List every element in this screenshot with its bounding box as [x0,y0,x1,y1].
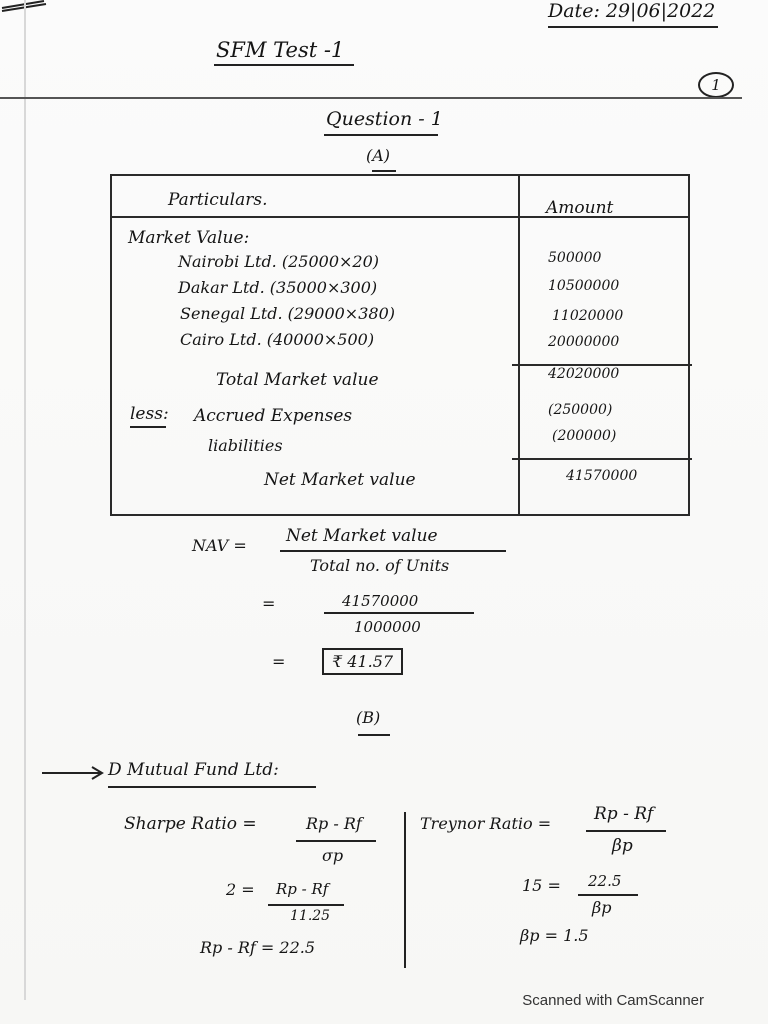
sharpe-line2-den: 11.25 [290,908,331,924]
treynor-label: Treynor Ratio = [420,814,552,833]
part-b-label: (B) [356,708,381,727]
treynor-line2-den: βp [592,898,612,917]
scanner-watermark: Scanned with CamScanner [522,992,704,1009]
total-market-amount: 42020000 [548,366,620,382]
market-value-label: Market Value: [128,228,250,248]
nav-label: NAV = [192,536,247,555]
row-label-senegal: Senegal Ltd. (29000×380) [180,304,395,323]
table-header-rule [112,216,688,218]
date-underline [548,26,718,28]
sharpe-denominator: σp [322,846,344,865]
nav-fraction-bar-2 [324,612,474,614]
row-amount-dakar: 10500000 [548,278,620,294]
row-amount-senegal: 11020000 [552,308,624,324]
sharpe-fraction-bar-2 [268,904,344,906]
sharpe-line2-num: Rp - Rf [276,880,329,898]
amount-rule-2 [512,458,692,460]
liabilities-amount: (200000) [552,428,617,444]
nav-den-2: 1000000 [354,618,421,636]
sharpe-fraction-bar [296,840,376,842]
page-number: 1 [698,72,734,98]
header-rule [0,97,742,99]
less-label: less: [130,404,169,424]
treynor-line2-num: 22.5 [588,872,622,890]
accrued-label: Accrued Expenses [194,406,353,426]
nav-fraction-bar [280,550,506,552]
row-amount-nairobi: 500000 [548,250,602,266]
fund-name: D Mutual Fund Ltd: [108,760,279,780]
less-underline [130,426,166,428]
row-label-dakar: Dakar Ltd. (35000×300) [178,278,378,297]
nav-eq-3: = [272,652,286,671]
column-divider [404,812,406,968]
table-column-divider [518,176,520,514]
part-a-underline [372,170,396,172]
col-particulars: Particulars. [168,190,268,210]
treynor-denominator: βp [612,836,633,856]
title-underline [214,64,354,66]
part-a-label: (A) [366,146,391,165]
test-title: SFM Test -1 [216,38,345,62]
nav-denominator: Total no. of Units [310,556,450,575]
treynor-line2-lhs: 15 = [522,876,561,895]
question-heading: Question - 1 [326,108,443,130]
row-label-cairo: Cairo Ltd. (40000×500) [180,330,375,349]
sharpe-line3: Rp - Rf = 22.5 [200,938,316,957]
nav-numerator: Net Market value [286,526,438,546]
sharpe-label: Sharpe Ratio = [124,814,257,834]
treynor-fraction-bar-2 [578,894,638,896]
treynor-fraction-bar [586,830,666,832]
arrow-right-icon [42,766,104,780]
fund-underline [108,786,316,788]
nav-num-2: 41570000 [342,592,419,610]
nav-result: ₹ 41.57 [322,648,404,675]
part-b-underline [358,734,390,736]
col-amount: Amount [546,198,614,218]
treynor-line3: βp = 1.5 [520,926,589,945]
margin-line [24,0,26,1000]
sharpe-numerator: Rp - Rf [306,814,362,833]
liabilities-label: liabilities [208,436,283,455]
sharpe-line2-lhs: 2 = [226,880,255,899]
amount-rule-1 [512,364,692,366]
nav-eq-2: = [262,594,276,613]
treynor-numerator: Rp - Rf [594,804,654,824]
nav-table [110,174,690,516]
accrued-amount: (250000) [548,402,613,418]
question-underline [324,134,438,136]
net-market-amount: 41570000 [566,468,638,484]
row-amount-cairo: 20000000 [548,334,620,350]
net-market-label: Net Market value [264,470,416,490]
total-market-label: Total Market value [216,370,379,390]
date-text: Date: 29|06|2022 [548,0,716,22]
row-label-nairobi: Nairobi Ltd. (25000×20) [178,252,379,271]
